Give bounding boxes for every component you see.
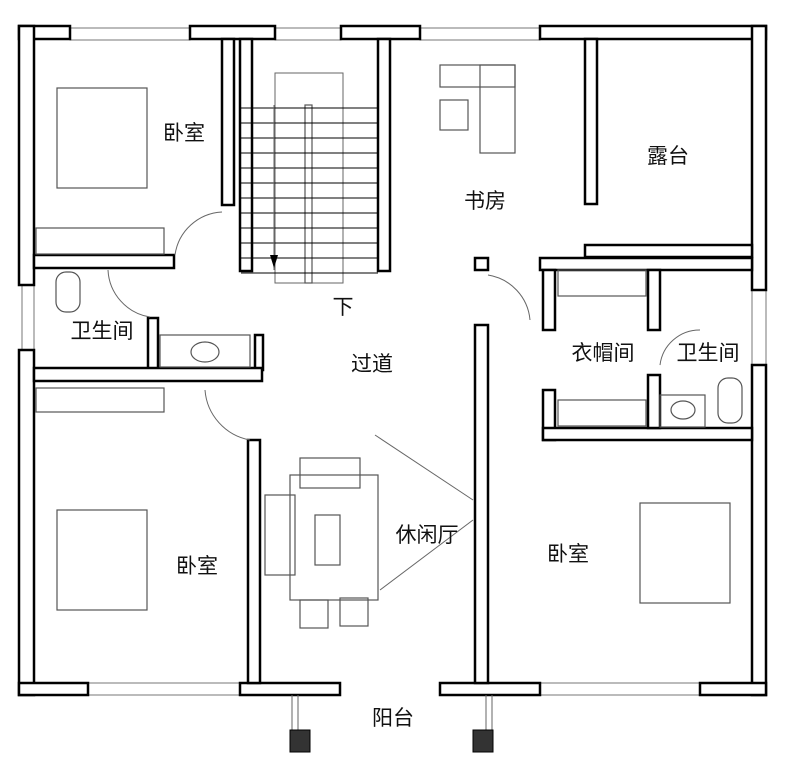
balcony (289, 695, 494, 753)
room-label-bathroom-w: 卫生间 (71, 319, 134, 343)
staircase[interactable] (241, 72, 378, 284)
room-label-bathroom-e: 卫生间 (677, 341, 740, 365)
room-label-bedroom-nw: 卧室 (163, 121, 205, 145)
balcony-column-left (289, 729, 311, 753)
doors (107, 211, 701, 591)
furniture (35, 64, 743, 629)
walls (17, 24, 768, 697)
stair-direction-label: 下 (333, 295, 354, 319)
room-label-bedroom-sw: 卧室 (176, 554, 218, 578)
balcony-column-right (472, 729, 494, 753)
room-label-balcony: 阳台 (372, 706, 414, 730)
room-label-bedroom-se: 卧室 (547, 542, 589, 566)
room-label-terrace: 露台 (647, 144, 689, 168)
room-label-study: 书房 (464, 189, 506, 213)
room-label-leisure: 休闲厅 (396, 523, 459, 547)
room-label-closet: 衣帽间 (572, 341, 635, 365)
windows (21, 27, 767, 696)
room-label-corridor: 过道 (351, 352, 393, 376)
